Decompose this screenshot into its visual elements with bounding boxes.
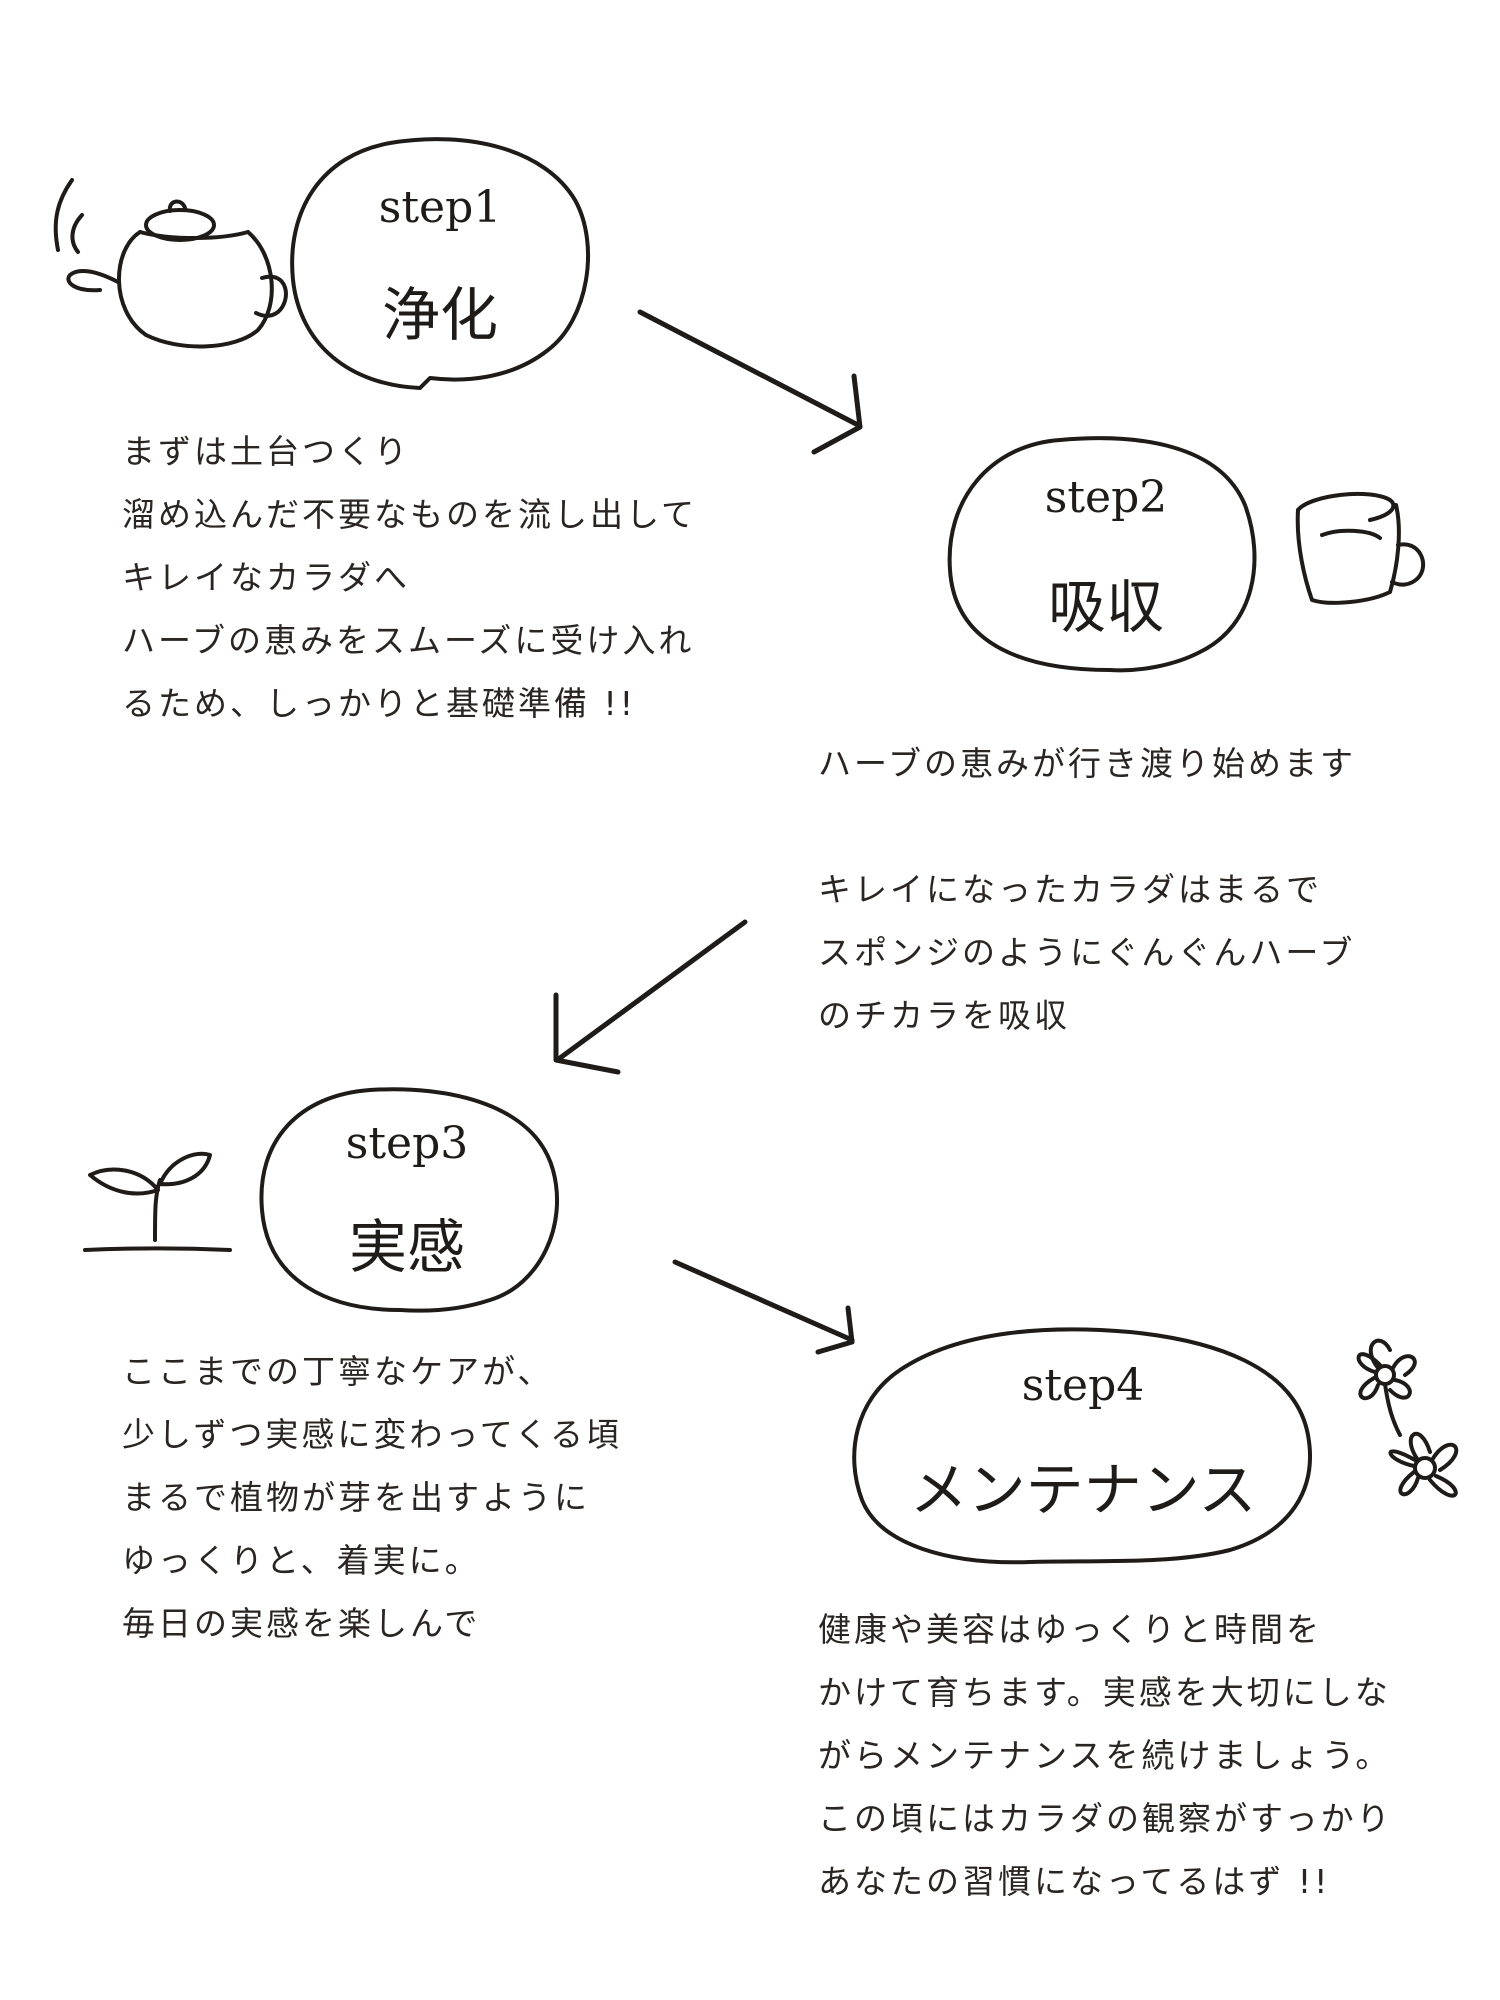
teapot-icon	[53, 178, 288, 349]
step2-description-line: スポンジのようにぐんぐんハーブ	[818, 933, 1356, 972]
step4-description: 健康や美容はゆっくりと時間を かけて育ちます。実感を大切にしな がらメンテナンス…	[818, 1598, 1393, 1913]
step4-description-line: あなたの習慣になってるはず !!	[818, 1862, 1331, 1901]
arrow-3-to-4	[672, 1259, 855, 1355]
sprout-icon	[83, 1151, 232, 1252]
step4-heading: メンテナンス	[909, 1456, 1257, 1524]
step3-description-line: まるで植物が芽を出すように	[122, 1478, 590, 1517]
step1-description-line: るため、しっかりと基礎準備 !!	[122, 684, 636, 723]
step4-description-line: この頃にはカラダの観察がすっかり	[818, 1799, 1393, 1838]
step1-description-line: ハーブの恵みをスムーズに受け入れ	[122, 621, 695, 660]
step3-description-line: 毎日の実感を楽しんで	[122, 1604, 481, 1643]
step2-description-line: ハーブの恵みが行き渡り始めます	[818, 744, 1357, 783]
step3-description: ここまでの丁寧なケアが、 少しずつ実感に変わってくる頃 まるで植物が芽を出すよう…	[122, 1340, 622, 1655]
step1-description-line: まずは土台つくり	[122, 432, 410, 471]
step1-heading: 浄化	[381, 281, 499, 349]
step3-bubble	[259, 1087, 559, 1313]
step1-description: まずは土台つくり 溜め込んだ不要なものを流し出して キレイなカラダへ ハーブの恵…	[122, 420, 697, 735]
step2-description: ハーブの恵みが行き渡り始めます キレイになったカラダはまるで スポンジのようにぐ…	[818, 732, 1356, 1047]
cup-icon	[1295, 491, 1426, 605]
step1-bubble	[290, 137, 591, 390]
step2-bubble	[947, 436, 1257, 673]
step2-heading: 吸収	[1047, 573, 1165, 641]
step2-description-line: のチカラを吸収	[818, 996, 1070, 1035]
arrow-1-to-2	[637, 309, 863, 455]
step1-description-line: キレイなカラダへ	[122, 558, 410, 597]
step2-description-spacer	[818, 795, 1356, 858]
step2-title: step2	[1044, 472, 1168, 523]
step3-description-line: ゆっくりと、着実に。	[122, 1541, 481, 1580]
arrow-2-to-3	[553, 919, 748, 1075]
step3-description-line: ここまでの丁寧なケアが、	[122, 1352, 554, 1391]
step3-description-line: 少しずつ実感に変わってくる頃	[122, 1415, 623, 1454]
step4-title: step4	[1021, 1360, 1145, 1411]
flower-icon	[1356, 1338, 1459, 1498]
step3-heading: 実感	[348, 1213, 466, 1281]
step4-description-line: がらメンテナンスを続けましょう。	[818, 1736, 1392, 1775]
step2-description-line: キレイになったカラダはまるで	[818, 870, 1322, 909]
step4-bubble	[852, 1327, 1312, 1565]
step1-title: step1	[378, 182, 502, 233]
step4-description-line: かけて育ちます。実感を大切にしな	[818, 1673, 1391, 1712]
step3-title: step3	[345, 1118, 469, 1169]
step4-description-line: 健康や美容はゆっくりと時間を	[818, 1610, 1322, 1649]
step1-description-line: 溜め込んだ不要なものを流し出して	[122, 495, 698, 534]
